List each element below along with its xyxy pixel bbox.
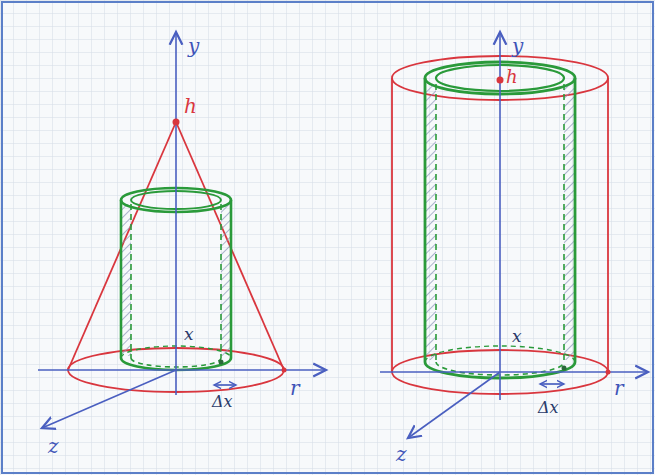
- axis-label: r: [290, 378, 300, 398]
- cylinder-figure: [380, 32, 648, 438]
- axis-label: r: [614, 378, 624, 398]
- radius-variable: x: [184, 326, 194, 343]
- height-label: h: [506, 68, 518, 86]
- axis-label: y: [188, 36, 199, 56]
- thickness-label: Δx: [212, 394, 233, 410]
- axis-label: z: [48, 436, 59, 456]
- cone-figure: [38, 32, 326, 428]
- thickness-label: Δx: [538, 400, 559, 416]
- axis-label: z: [396, 444, 407, 464]
- height-label: h: [184, 96, 197, 116]
- axis-label: y: [512, 36, 523, 56]
- radius-variable: x: [512, 328, 522, 345]
